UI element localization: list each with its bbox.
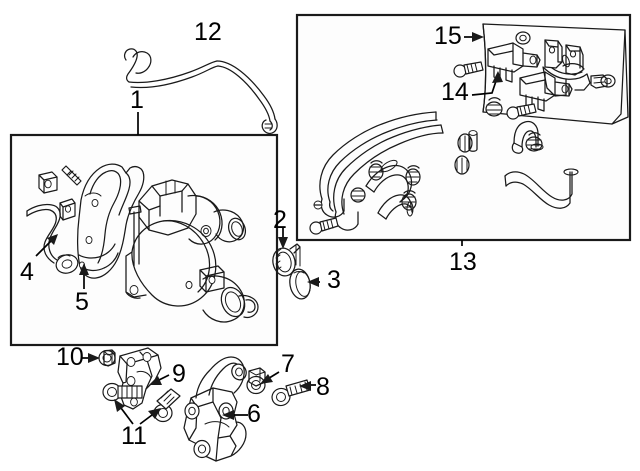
callout-label-8: 8 [316,373,330,401]
screw-plate-a [453,61,484,78]
clamp-h [350,187,366,203]
callout-label-4: 4 [20,258,34,286]
hose-elbow-lower [504,168,579,209]
part-valve-mounting-plate [482,23,629,125]
arrow-5 [79,263,89,289]
arrow-8 [299,381,316,391]
callout-label-11: 11 [121,422,147,450]
callout-label-14: 14 [441,78,469,106]
screw-box13 [309,217,339,235]
clamp-d [454,155,470,175]
screw-small-1 [61,165,82,186]
part-coolant-pipe [124,48,278,135]
arrow-3 [307,277,320,287]
plate-pin-a [468,130,478,152]
hose-long-double [313,111,444,231]
part-flange-nut [98,349,116,367]
group-box-13 [295,13,632,242]
hose-short-b [377,194,414,220]
arrow-6 [222,410,248,420]
part-support-bracket [117,347,162,410]
callout-label-5: 5 [75,288,89,316]
part-solenoid-valve-a [487,42,541,83]
part-flange-bolt-a [102,382,143,402]
callout-label-6: 6 [247,400,261,428]
callout-label-12: 12 [194,18,222,46]
arrow-7 [260,371,280,384]
part-flange-bolt-b [153,388,181,423]
arrow-14 [471,71,503,96]
part-solenoid-valve-b [519,71,573,112]
clamp-c [457,133,473,153]
arrow-9 [149,374,170,385]
clamp-a [485,97,503,117]
arrow-11-b [139,408,161,425]
arrow-4 [35,234,58,257]
arrow-10 [82,353,100,363]
callout-label-3: 3 [327,266,341,294]
part-seal-ring [289,268,311,300]
callout-label-9: 9 [172,360,186,388]
arrow-2 [278,228,288,249]
callout-label-7: 7 [281,350,295,378]
hose-short-a [365,159,413,203]
part-mounting-bracket [183,356,247,462]
hose-elbow-upper [511,120,544,154]
part-pump-motor-assembly [125,179,259,323]
part-hose-clamp [272,243,301,277]
arrow-15 [464,32,484,42]
screw-plate-b [506,103,537,120]
callout-label-1: 1 [130,86,144,114]
arrow-11-a [114,399,134,425]
callout-label-13: 13 [449,248,477,276]
callout-label-15: 15 [434,22,462,50]
callout-label-2: 2 [273,206,287,234]
part-nut [246,367,266,395]
clamp-e [368,160,384,181]
callout-label-10: 10 [56,343,84,371]
